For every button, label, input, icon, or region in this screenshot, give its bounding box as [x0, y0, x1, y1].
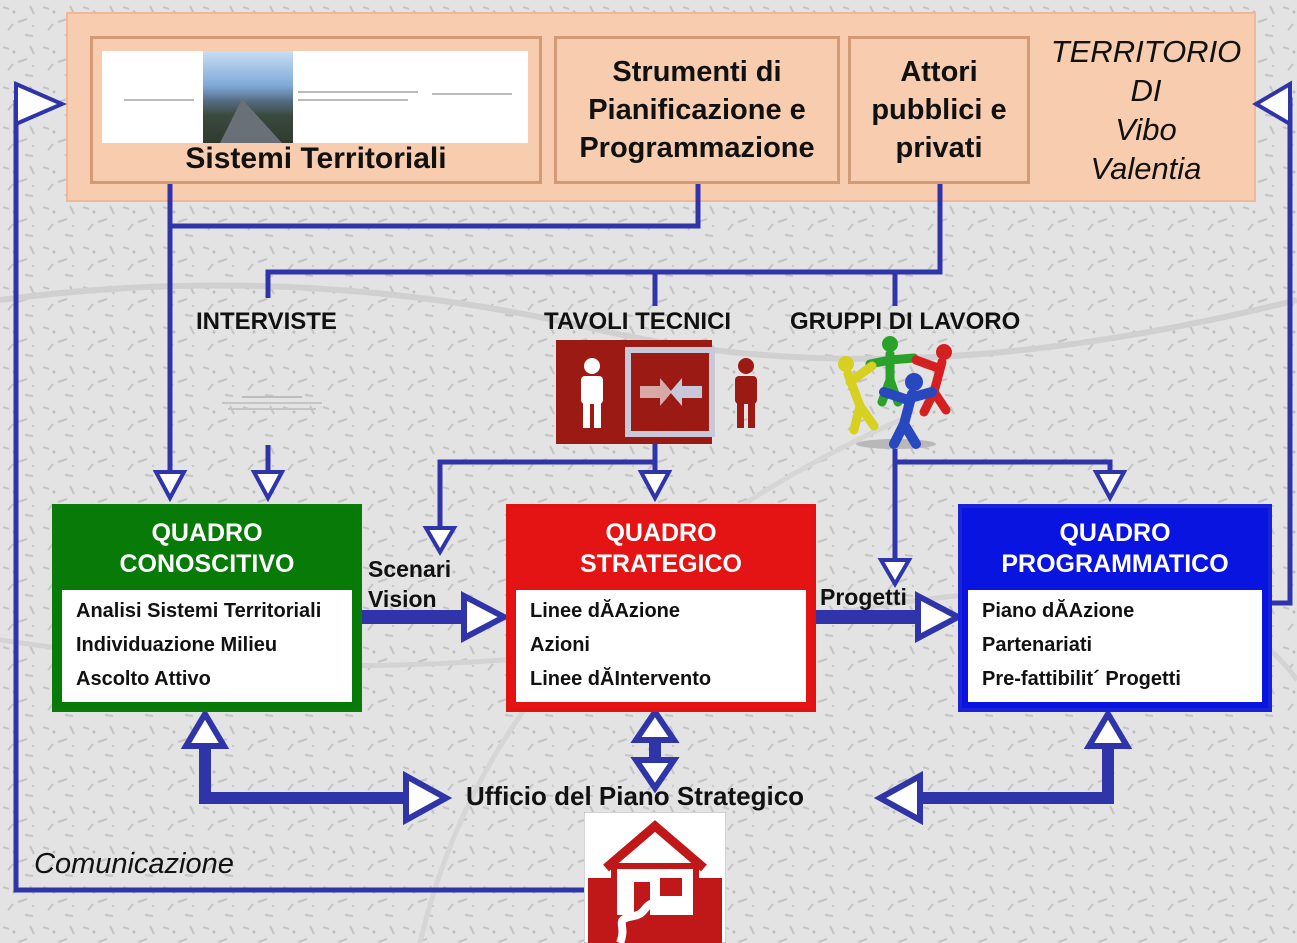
- sistemi-thumbnail: [102, 51, 528, 143]
- quadro-strategico-box: QUADRO STRATEGICO Linee dĂAzione Azioni …: [506, 504, 816, 712]
- quadro-conoscitivo-box: QUADRO CONOSCITIVO Analisi Sistemi Terri…: [52, 504, 362, 712]
- list-item: Pre-fattibilit´ Progetti: [982, 668, 1181, 690]
- interviste-label: INTERVISTE: [196, 308, 337, 335]
- people-exchange-icon: [556, 340, 757, 444]
- team-circle-icon: [838, 336, 952, 449]
- sistemi-territoriali-label: Sistemi Territoriali: [185, 142, 447, 175]
- strumenti-panel: Strumenti di Pianificazione e Programmaz…: [554, 36, 840, 184]
- list-item: Partenariati: [982, 634, 1093, 656]
- comunicazione-label: Comunicazione: [34, 848, 234, 880]
- ufficio-piano-label: Ufficio del Piano Strategico: [466, 781, 805, 811]
- quadro-conoscitivo-items: Analisi Sistemi Territoriali Individuazi…: [62, 590, 352, 702]
- list-item: Azioni: [530, 634, 590, 656]
- gruppi-di-lavoro-label: GRUPPI DI LAVORO: [790, 308, 1021, 335]
- attori-label: Attori pubblici e privati: [871, 56, 1007, 164]
- territorio-title: TERRITORIO DI Vibo Valentia: [1050, 34, 1242, 186]
- quadro-programmatico-title: QUADRO PROGRAMMATICO: [1001, 519, 1229, 578]
- list-item: Individuazione Milieu: [76, 634, 278, 656]
- interviste-note: [222, 392, 322, 414]
- attori-panel: Attori pubblici e privati: [848, 36, 1030, 184]
- quadro-programmatico-items: Piano dĂAzione Partenariati Pre-fattibil…: [968, 590, 1262, 702]
- strumenti-label: Strumenti di Pianificazione e Programmaz…: [579, 56, 815, 164]
- quadro-programmatico-box: QUADRO PROGRAMMATICO Piano dĂAzione Part…: [958, 504, 1272, 712]
- scenari-vision-label: Scenari Vision: [368, 556, 452, 612]
- progetti-label: Progetti: [820, 584, 907, 610]
- quadro-strategico-items: Linee dĂAzione Azioni Linee dĂIntervento: [516, 590, 806, 702]
- quadro-strategico-title: QUADRO STRATEGICO: [579, 519, 743, 578]
- list-item: Piano dĂAzione: [982, 600, 1135, 622]
- tavoli-tecnici-label: TAVOLI TECNICI: [544, 308, 732, 335]
- house-icon: [584, 812, 726, 943]
- list-item: Linee dĂAzione: [530, 600, 681, 622]
- list-item: Linee dĂIntervento: [530, 668, 712, 690]
- list-item: Analisi Sistemi Territoriali: [76, 600, 322, 622]
- list-item: Ascolto Attivo: [76, 668, 211, 690]
- quadro-conoscitivo-title: QUADRO CONOSCITIVO: [119, 519, 295, 578]
